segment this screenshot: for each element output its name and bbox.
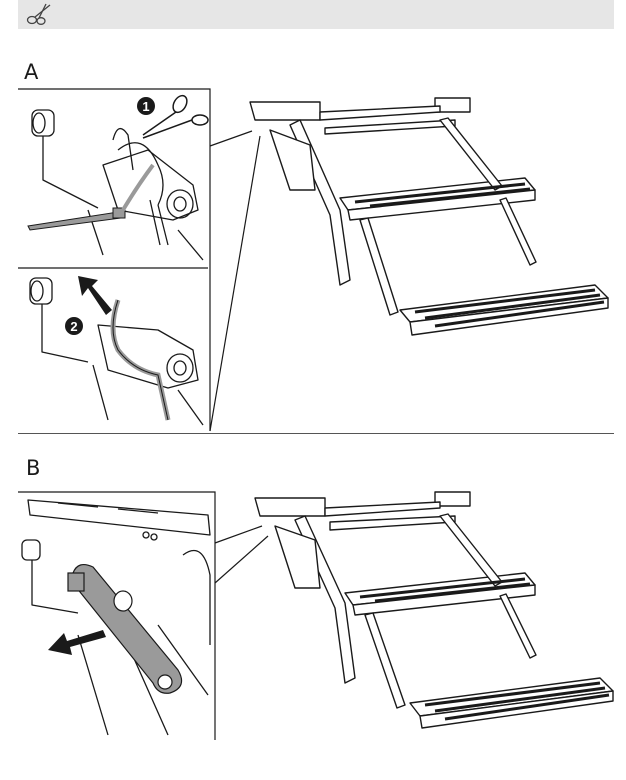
step-2-badge [65,317,83,335]
slide-arrow-icon [48,630,106,655]
pull-arrow-icon [78,276,112,315]
section-b-detail-inset [18,491,269,740]
scissors-icon [26,3,51,25]
step-1-detail-drawing: 1 [27,94,209,261]
section-a-stair-drawing [249,97,609,336]
step-2-number: 2 [70,319,77,334]
section-a-label: A [24,60,39,84]
section-divider [18,433,614,434]
header-bar [18,0,614,29]
step-2-detail-drawing: 2 [29,276,204,426]
section-b-detail-drawing [21,499,211,736]
section-b-stair-drawing [254,491,614,729]
step-1-badge [137,97,155,115]
section-b-label: B [26,456,41,480]
section-a-detail-inset [18,88,261,432]
step-1-number: 1 [142,99,149,114]
